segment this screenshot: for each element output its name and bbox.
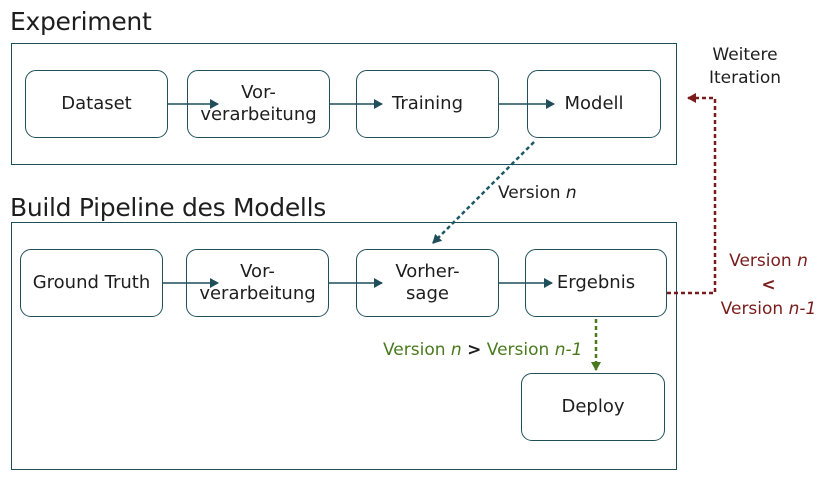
experiment-frame [11,43,677,165]
further-iteration-line2: Iteration [708,68,782,88]
pipeline-preprocessing-label-line1: Vor- [240,261,275,282]
pipeline-frame [11,222,677,470]
red-version-n: Version n [729,251,808,271]
pipeline-title: Build Pipeline des Modells [10,193,326,222]
green-greater-than: > [467,340,482,360]
experiment-title: Experiment [10,7,152,36]
further-iteration-line1: Weitere [712,45,778,65]
deploy-label: Deploy [561,396,625,417]
ground-truth-label: Ground Truth [32,272,151,293]
version-n-label: Version n [498,183,577,203]
prediction-label-line1: Vorher- [395,261,460,282]
prediction-label-line2: sage [406,283,449,304]
ground-truth-node: Ground Truth [20,249,163,317]
pipeline-preprocessing-label-line2: verarbeitung [199,283,316,304]
red-less-than: < [761,275,776,295]
experiment-preprocessing-node: Vor- verarbeitung [187,70,330,138]
further-iteration-label: Weitere Iteration [700,44,790,90]
arrow-feedback-loop [667,93,717,295]
model-label: Modell [564,93,624,114]
deploy-node: Deploy [521,373,665,441]
dataset-node: Dataset [25,70,168,138]
training-label: Training [391,93,464,114]
version-comparison-green: Version n > Version n-1 [383,340,583,360]
dataset-label: Dataset [61,93,132,114]
experiment-preprocessing-label-line2: verarbeitung [200,104,317,125]
red-version-n-minus-1: Version n-1 [720,299,817,319]
version-n: n [565,183,577,203]
version-word: Version [498,183,561,203]
arrow-model-to-prediction [432,141,535,244]
result-label: Ergebnis [556,272,636,293]
experiment-preprocessing-label-line1: Vor- [241,82,276,103]
version-comparison-red: Version n < Version n-1 [716,249,821,321]
